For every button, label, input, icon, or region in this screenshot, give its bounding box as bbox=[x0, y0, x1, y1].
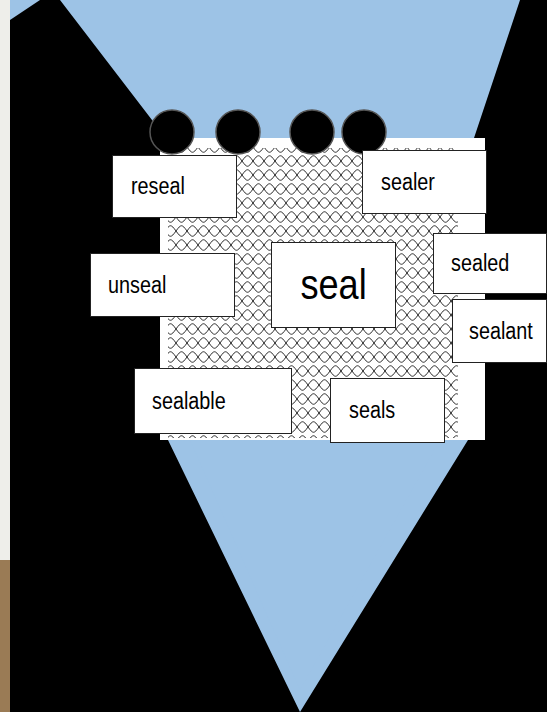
wall-strip bbox=[0, 0, 10, 560]
button-circle bbox=[216, 110, 260, 154]
word-box: unseal bbox=[90, 253, 235, 317]
word-box: reseal bbox=[112, 155, 237, 218]
floor-strip bbox=[0, 560, 10, 712]
word-box: seal bbox=[271, 242, 396, 328]
word-text: reseal bbox=[131, 173, 185, 200]
word-text: unseal bbox=[108, 272, 166, 299]
word-text: sealed bbox=[451, 250, 509, 277]
word-text: seals bbox=[349, 397, 395, 424]
word-box: sealable bbox=[134, 368, 292, 434]
word-text: seal bbox=[300, 261, 366, 309]
word-box: sealed bbox=[433, 233, 547, 294]
button-circle bbox=[150, 110, 194, 154]
word-box: seals bbox=[330, 378, 445, 443]
word-text: sealable bbox=[152, 388, 226, 415]
word-box: sealant bbox=[452, 299, 547, 363]
button-circle bbox=[290, 110, 334, 154]
shirt-v bbox=[190, 440, 440, 690]
word-text: sealer bbox=[381, 169, 435, 196]
word-text: sealant bbox=[469, 318, 533, 345]
word-box: sealer bbox=[362, 150, 487, 214]
button-circle bbox=[342, 110, 386, 154]
